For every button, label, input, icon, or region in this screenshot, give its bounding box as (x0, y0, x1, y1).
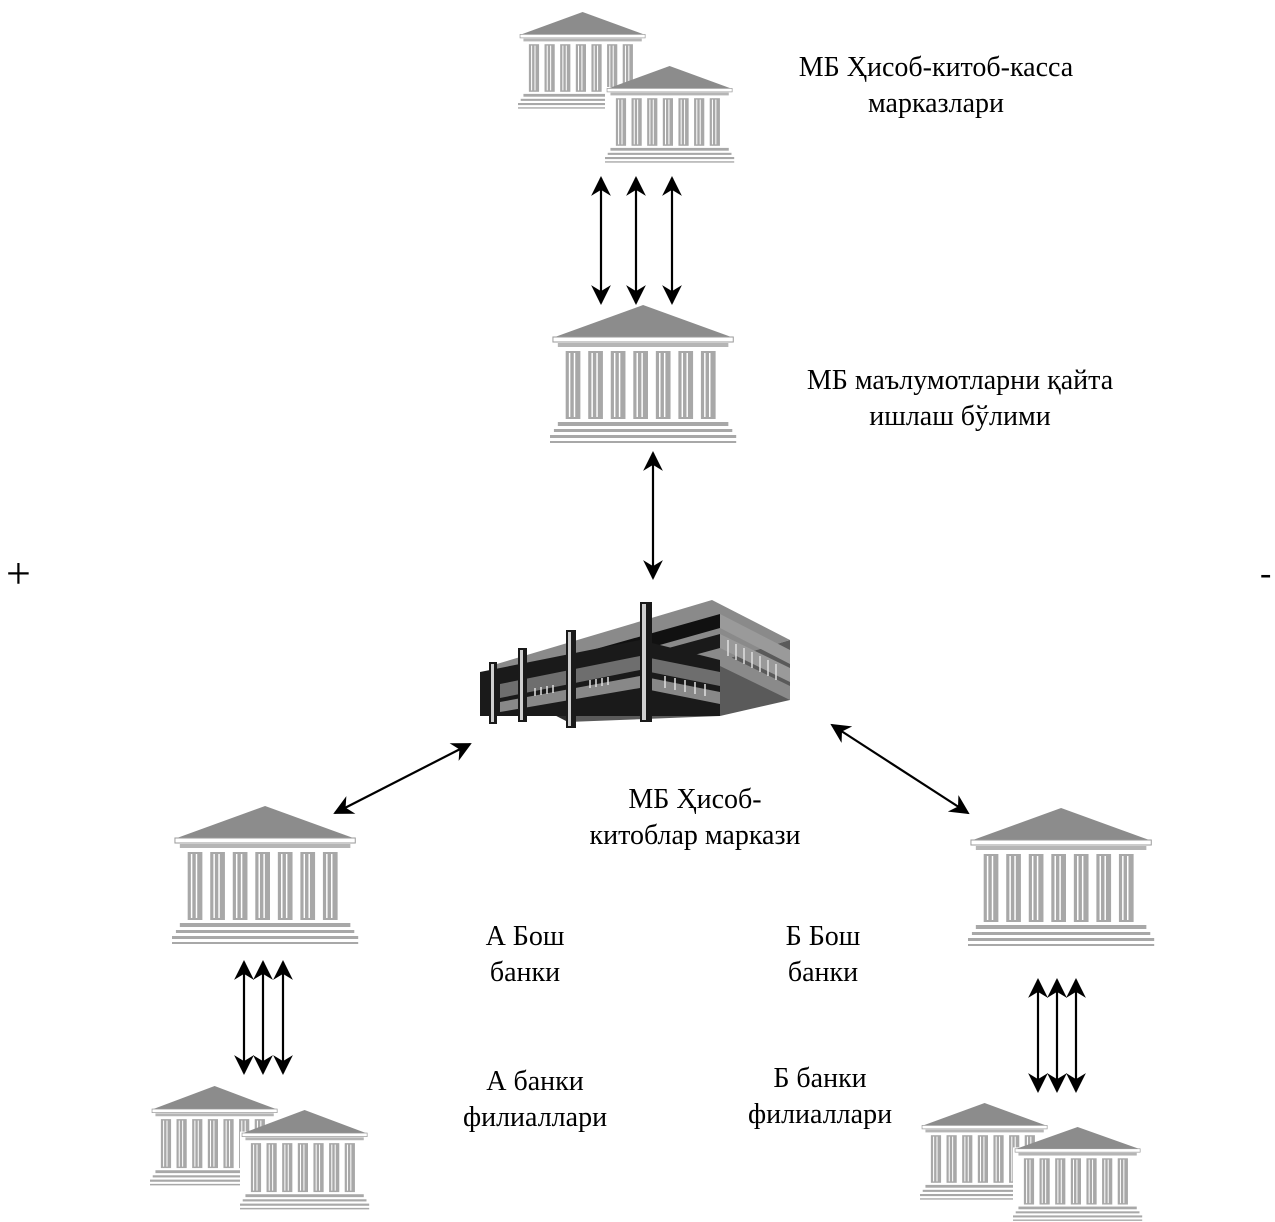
bank-b-branches-label: Б банки филиаллари (710, 1061, 930, 1133)
bank-b-head-icon (967, 807, 1156, 946)
plus-sign: + (6, 549, 31, 598)
rkc-bank-pair-icon (518, 12, 734, 164)
arrow-center-bank-a (333, 743, 472, 814)
bank-b-head-label: Б Бош банки (748, 919, 898, 991)
center-label-line1: МБ Ҳисоб- (628, 784, 762, 815)
arrow-center-bank-b (830, 723, 970, 815)
bank-a-head-line2: банки (489, 957, 561, 988)
bank-b-branches-line1: Б банки (773, 1063, 867, 1094)
processing-bank-icon (549, 304, 738, 443)
bank-b-arrows (1028, 978, 1086, 1093)
bank-a-head-icon (171, 805, 360, 944)
minus-sign: - (1260, 555, 1272, 592)
bank-a-head-line1: А Бош (485, 921, 565, 952)
bank-a-branches-line1: А банки (486, 1066, 584, 1097)
rkc-processing-arrows (591, 176, 682, 305)
bank-a-branches-icon (150, 1086, 369, 1211)
bank-b-branches-icon (920, 1103, 1142, 1222)
rkc-label-line2: марказлари (867, 88, 1004, 119)
rkc-label: МБ Ҳисоб-китоб-касса марказлари (784, 50, 1088, 122)
bank-a-branches-label: А банки филиаллари (425, 1064, 645, 1136)
center-label: МБ Ҳисоб- китоблар маркази (540, 782, 850, 854)
bank-a-head-label: А Бош банки (450, 919, 600, 991)
processing-label: МБ маълумотларни қайта ишлаш бўлими (770, 363, 1150, 435)
settlement-center-building-icon (480, 600, 790, 728)
bank-a-branches-line2: филиаллари (462, 1102, 608, 1133)
rkc-label-line1: МБ Ҳисоб-китоб-касса (798, 52, 1074, 83)
bank-a-arrows (234, 960, 293, 1075)
center-label-line2: китоблар маркази (589, 820, 801, 851)
processing-label-line2: ишлаш бўлими (869, 401, 1051, 432)
bank-b-head-line2: банки (787, 957, 859, 988)
processing-label-line1: МБ маълумотларни қайта (806, 365, 1114, 396)
bank-b-branches-line2: филиаллари (747, 1099, 893, 1130)
bank-b-head-line1: Б Бош (785, 921, 861, 952)
